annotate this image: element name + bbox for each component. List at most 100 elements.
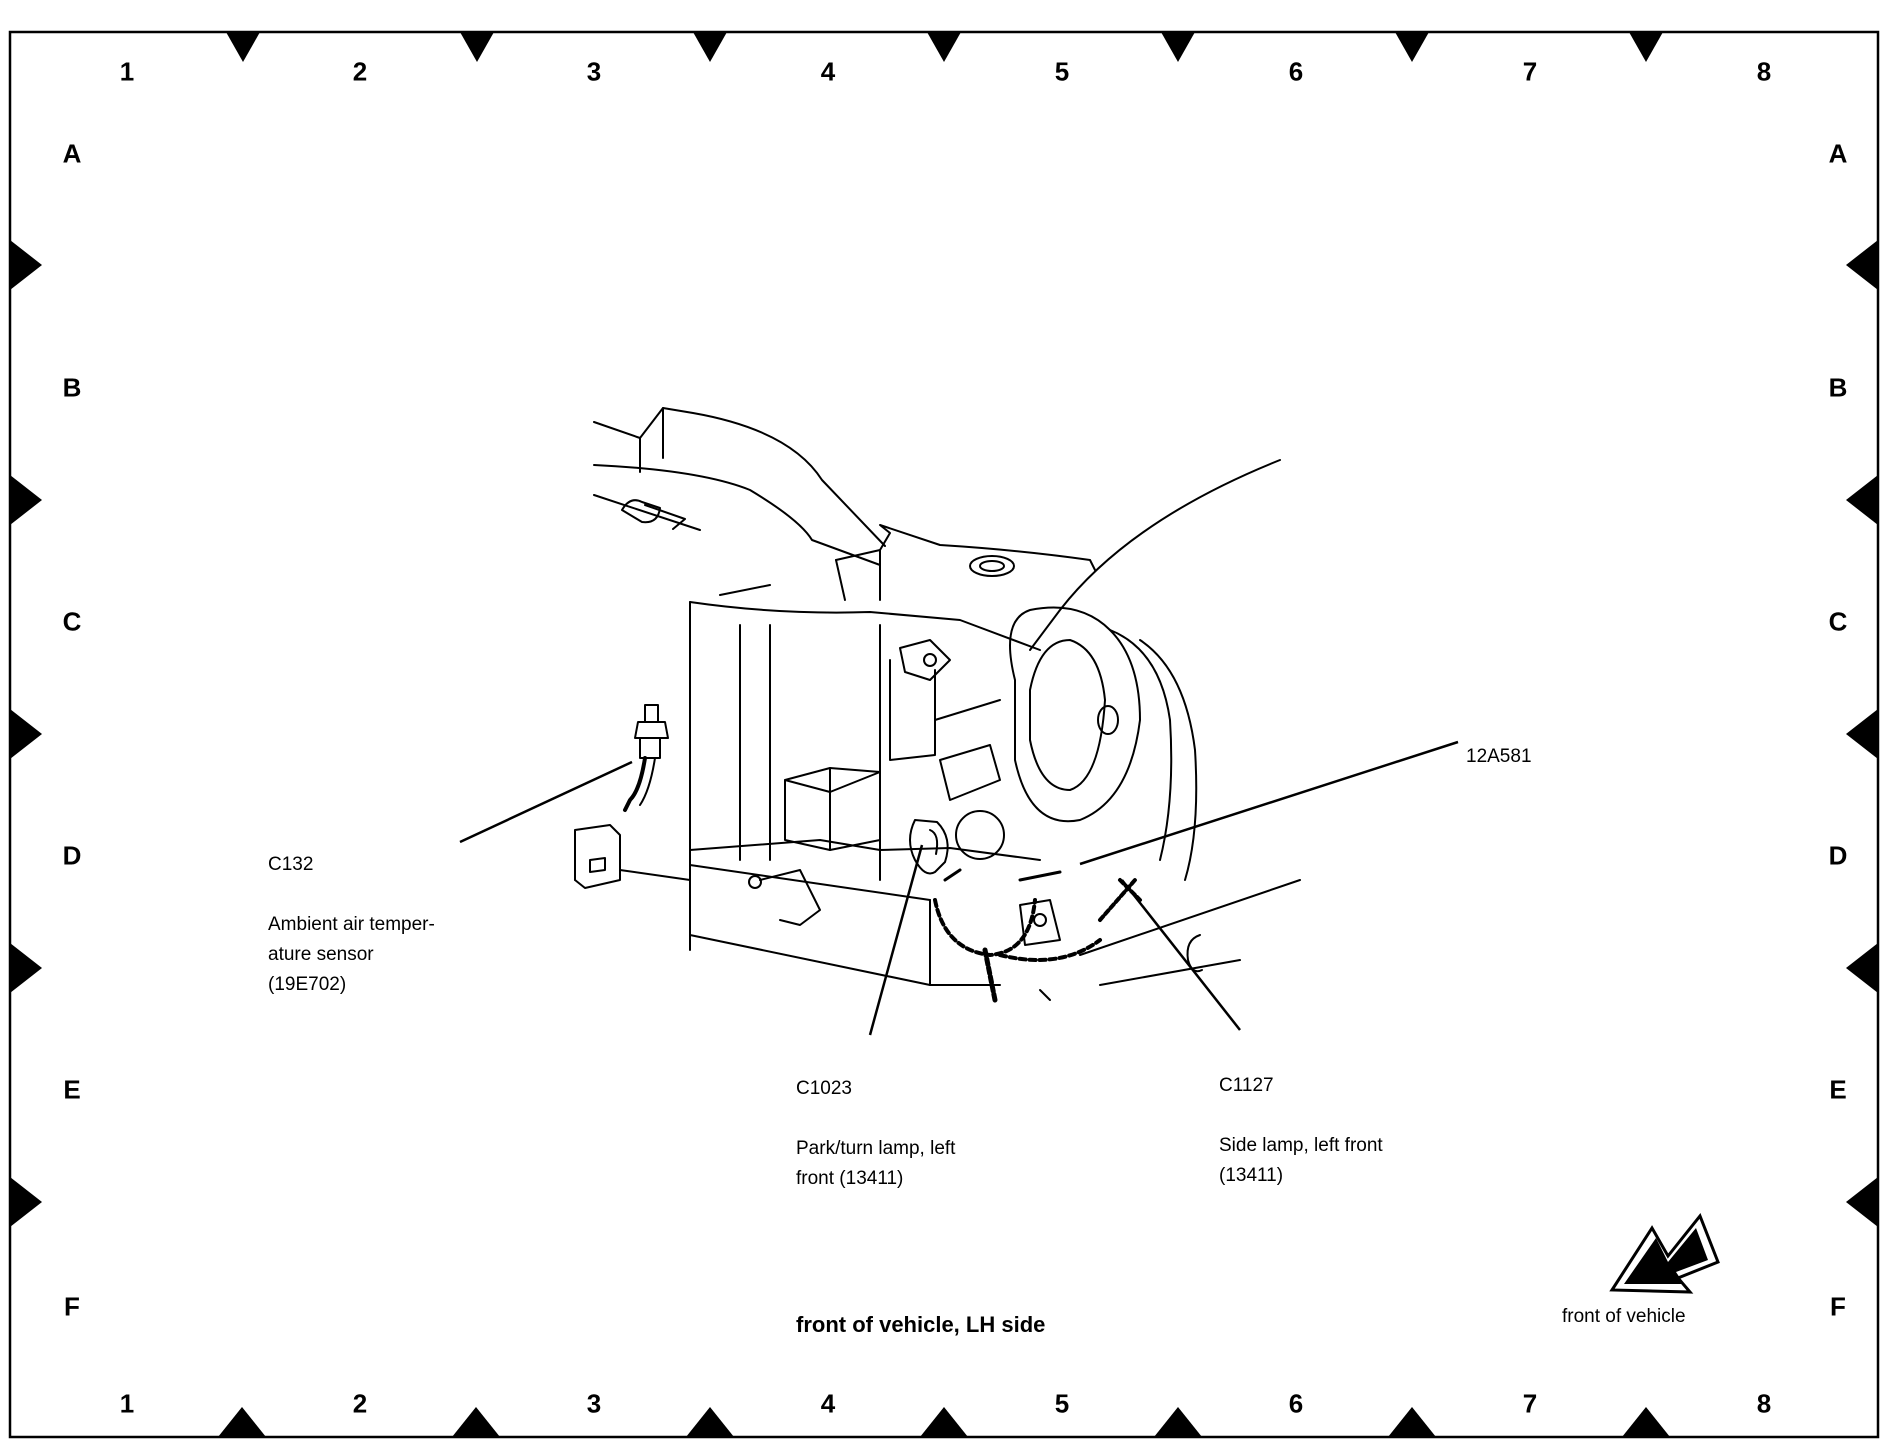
callout-description: Park/turn lamp, left front (13411) xyxy=(796,1138,956,1189)
row-label: A xyxy=(62,138,82,169)
row-label: B xyxy=(62,372,82,403)
row-marker-triangle xyxy=(10,709,42,759)
crossmember-hole xyxy=(748,875,762,889)
harness-loop xyxy=(933,898,1037,957)
column-label: 7 xyxy=(1522,1388,1538,1419)
right-row-markers xyxy=(1846,240,1878,1227)
callout-code: C132 xyxy=(268,854,314,875)
column-label: 7 xyxy=(1522,56,1538,87)
row-label: D xyxy=(62,840,82,871)
row-label: F xyxy=(64,1291,80,1322)
row-label: E xyxy=(63,1074,81,1105)
row-marker-triangle xyxy=(10,1177,42,1227)
bottom-column-markers xyxy=(218,1407,1670,1437)
row-label: E xyxy=(1829,1074,1847,1105)
callout-code: C1023 xyxy=(796,1078,852,1099)
column-label: 1 xyxy=(119,56,135,87)
front-of-vehicle-label: front of vehicle xyxy=(1562,1306,1686,1327)
row-marker-triangle xyxy=(10,240,42,290)
column-marker-triangle xyxy=(927,32,961,62)
column-marker-triangle xyxy=(218,1407,266,1437)
callout-c1023: C1023 Park/turn lamp, left front (13411) xyxy=(796,1044,955,1224)
callout-12a581: 12A581 xyxy=(1466,712,1532,802)
row-marker-triangle xyxy=(1846,240,1878,290)
callout-description: Ambient air temper- ature sensor (19E702… xyxy=(268,914,435,995)
radiator-support-top xyxy=(689,601,1041,651)
column-label: 1 xyxy=(119,1388,135,1419)
column-marker-triangle xyxy=(686,1407,734,1437)
column-marker-triangle xyxy=(1629,32,1663,62)
column-marker-triangle xyxy=(1154,1407,1202,1437)
row-label: B xyxy=(1828,372,1848,403)
row-marker-triangle xyxy=(1846,1177,1878,1227)
row-marker-triangle xyxy=(10,475,42,525)
lower-crossmember-top xyxy=(689,839,1041,861)
row-label: D xyxy=(1828,840,1848,871)
column-label: 2 xyxy=(352,56,368,87)
fender-edge-line xyxy=(1029,459,1281,651)
row-marker-triangle xyxy=(1846,475,1878,525)
rail-clip xyxy=(621,499,661,524)
callout-code: 12A581 xyxy=(1466,746,1532,767)
row-marker-triangle xyxy=(10,943,42,993)
column-marker-triangle xyxy=(1622,1407,1670,1437)
column-label: 2 xyxy=(352,1388,368,1419)
column-label: 3 xyxy=(586,56,602,87)
row-label: C xyxy=(1828,606,1848,637)
vehicle-front-lh-drawing xyxy=(574,407,1301,1003)
callout-c132: C132 Ambient air temper- ature sensor (1… xyxy=(268,820,435,1030)
column-marker-triangle xyxy=(920,1407,968,1437)
column-label: 5 xyxy=(1054,1388,1070,1419)
column-label: 3 xyxy=(586,1388,602,1419)
leader-line-12a581 xyxy=(1079,740,1459,866)
callout-code: C1127 xyxy=(1219,1075,1274,1096)
leader-lines xyxy=(459,740,1459,1036)
column-label: 6 xyxy=(1288,1388,1304,1419)
relay-box xyxy=(784,767,881,851)
bumper-top-edge xyxy=(1079,879,1301,956)
column-marker-triangle xyxy=(1395,32,1429,62)
column-label: 8 xyxy=(1756,1388,1772,1419)
leader-line-c132 xyxy=(459,760,633,844)
row-marker-triangle xyxy=(1846,709,1878,759)
apron-rail-lower xyxy=(593,494,701,531)
callout-c1127: C1127 Side lamp, left front (13411) xyxy=(1219,1041,1383,1221)
row-marker-triangle xyxy=(1846,943,1878,993)
callout-description: Side lamp, left front (13411) xyxy=(1219,1135,1383,1186)
column-label: 5 xyxy=(1054,56,1070,87)
column-marker-triangle xyxy=(452,1407,500,1437)
leader-line-c1023 xyxy=(868,844,924,1036)
column-marker-triangle xyxy=(1161,32,1195,62)
column-marker-triangle xyxy=(1388,1407,1436,1437)
front-direction-arrow-icon xyxy=(1609,1213,1720,1294)
headlamp-bulb-socket xyxy=(1009,606,1141,823)
row-label: A xyxy=(1828,138,1848,169)
left-row-markers xyxy=(10,240,42,1227)
connector-block-left xyxy=(574,824,621,889)
column-marker-triangle xyxy=(460,32,494,62)
diagram-caption: front of vehicle, LH side xyxy=(796,1312,1046,1337)
column-label: 4 xyxy=(820,56,836,87)
row-label: F xyxy=(1830,1291,1846,1322)
row-label: C xyxy=(62,606,82,637)
column-marker-triangle xyxy=(226,32,260,62)
grommet xyxy=(969,555,1015,577)
apron-rail-mid xyxy=(593,464,881,566)
radiator-support-outline xyxy=(689,601,1001,986)
headlamp-bracket xyxy=(899,639,951,681)
side-bracket xyxy=(1019,899,1061,946)
column-label: 8 xyxy=(1756,56,1772,87)
top-column-markers xyxy=(226,32,1663,62)
ambient-sensor-body xyxy=(634,721,669,739)
park-turn-connector xyxy=(909,819,949,875)
apron-rail-upper xyxy=(593,407,886,547)
frame-border xyxy=(8,30,1880,1439)
ambient-sensor-tip xyxy=(644,704,659,723)
column-marker-triangle xyxy=(693,32,727,62)
headlamp-lens-edge xyxy=(1109,629,1173,861)
leader-line-c1127 xyxy=(1121,879,1241,1031)
sensor-pigtail xyxy=(623,756,647,812)
column-label: 4 xyxy=(820,1388,836,1419)
